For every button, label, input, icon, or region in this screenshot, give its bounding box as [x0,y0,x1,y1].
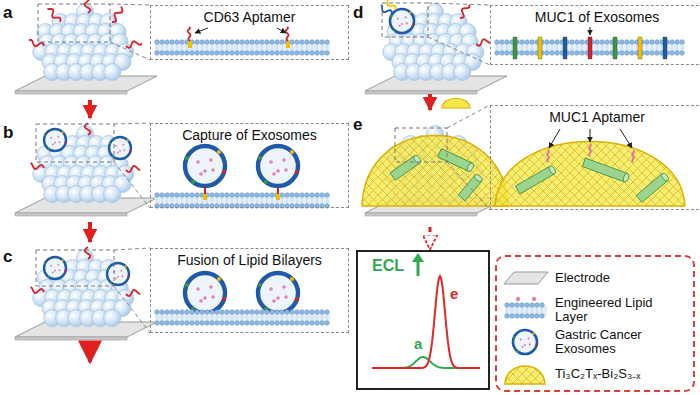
panel-frame: c [0,244,150,340]
process-arrow [429,227,432,248]
legend-item: Electrode [555,262,687,294]
callout-box: Fusion of Lipid Bilayers [150,248,349,333]
process-arrow [88,100,92,118]
legend-label: Ti₃C₂Tₓ-Bi₂S₃₋ₓ [555,367,640,381]
panel-frame: e [350,112,490,225]
panel-b-illustration [15,123,157,216]
legend-box: ElectrodeEngineered Lipid LayerGastric C… [495,255,695,392]
panel-letter: d [353,4,363,22]
panel-frame: d [350,0,490,92]
panel-letter: b [3,124,13,142]
panel-frame: b [0,120,150,220]
callout-box: CD63 Aptamer [150,5,349,60]
callout-box: MUC1 Aptamer [490,105,700,210]
curve-label: e [450,286,458,302]
legend-item: Gastric Cancer Exosomes [555,326,687,358]
callout-title: Capture of Exosomes [151,127,348,143]
callout-d-detail [495,27,685,59]
panel-a-illustration [15,0,157,94]
panel-letter: e [353,116,362,134]
panel-frame: a [0,0,150,98]
panel-d-illustration [365,0,507,108]
legend-label: Electrode [555,271,610,285]
callout-a-detail [155,27,330,55]
panel-letter: a [3,4,12,22]
callout-box: MUC1 of Exosomes [490,5,700,65]
callout-title: CD63 Aptamer [151,9,348,25]
legend-label: Engineered Lipid Layer [555,296,687,324]
ecl-chart-box: ECL e a [356,250,490,390]
process-arrow [88,222,92,242]
process-arrow [428,94,432,110]
legend-item: Engineered Lipid Layer [555,294,687,326]
legend-item: Ti₃C₂Tₓ-Bi₂S₃₋ₓ [555,358,687,390]
callout-e-detail [429,129,700,206]
curve-label: a [414,336,422,352]
callout-title: MUC1 Aptamer [491,109,700,125]
callout-title: Fusion of Lipid Bilayers [151,252,348,268]
panel-letter: c [3,248,12,266]
legend-label: Gastric Cancer Exosomes [555,328,687,356]
ecl-plot-curves [372,253,480,368]
callout-box: Capture of Exosomes [150,123,349,208]
panel-c-illustration [15,247,157,362]
callout-b-detail [155,146,330,208]
callout-c-detail [155,273,330,325]
callout-title: MUC1 of Exosomes [491,9,700,25]
axis-label: ECL [372,258,404,274]
